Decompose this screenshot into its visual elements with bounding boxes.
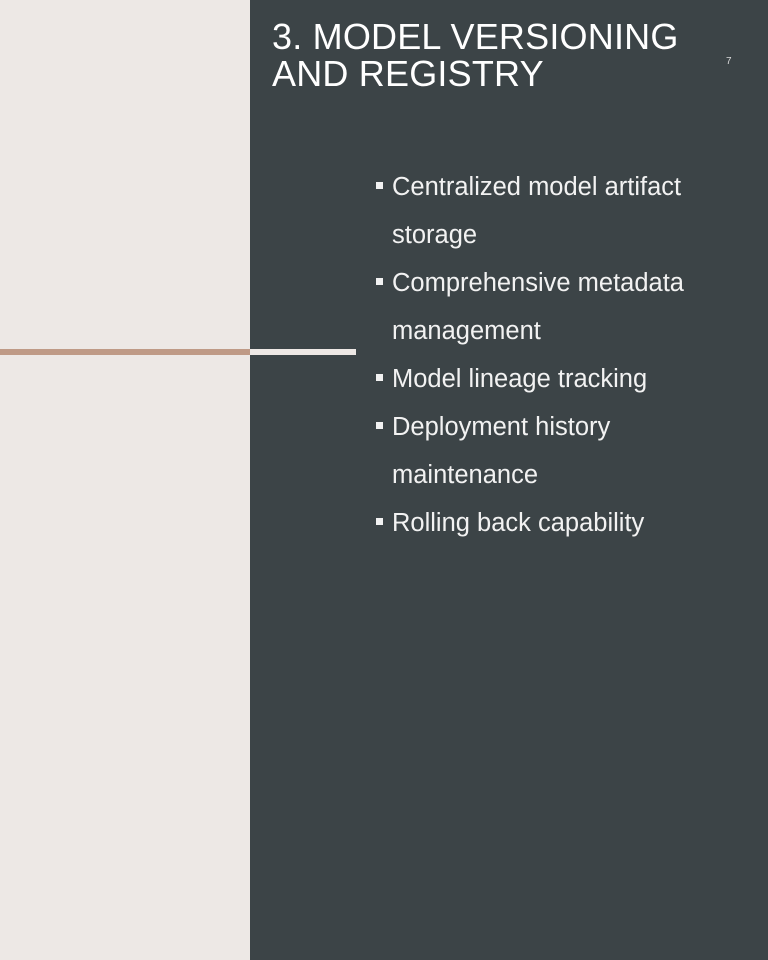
bullet-item-lineage-tracking: Model lineage tracking [374, 355, 714, 403]
bullet-text: Comprehensive metadata management [392, 269, 684, 345]
slide-title: 3. MODEL VERSIONING AND REGISTRY [272, 18, 712, 92]
square-bullet-icon [376, 182, 383, 189]
bullet-text: Model lineage tracking [392, 365, 648, 393]
square-bullet-icon [376, 422, 383, 429]
slide-number: 7 [726, 56, 732, 67]
content-panel [250, 0, 768, 960]
light-divider [250, 349, 356, 355]
bullet-item-rollback: Rolling back capability [374, 499, 714, 547]
square-bullet-icon [376, 278, 383, 285]
bullet-item-artifact-storage: Centralized model artifact storage [374, 163, 714, 259]
bullet-text: Centralized model artifact storage [392, 173, 682, 249]
slide-title-line-2: AND REGISTRY [272, 53, 544, 94]
slide-title-line-1: 3. MODEL VERSIONING [272, 16, 679, 57]
left-panel [0, 0, 250, 960]
bullet-item-deployment-history: Deployment history maintenance [374, 403, 714, 499]
bullet-text: Deployment history maintenance [392, 413, 611, 489]
bullet-text: Rolling back capability [392, 509, 645, 537]
accent-divider [0, 349, 250, 355]
bullet-list: Centralized model artifact storage Compr… [374, 163, 714, 547]
bullet-item-metadata-management: Comprehensive metadata management [374, 259, 714, 355]
square-bullet-icon [376, 518, 383, 525]
square-bullet-icon [376, 374, 383, 381]
